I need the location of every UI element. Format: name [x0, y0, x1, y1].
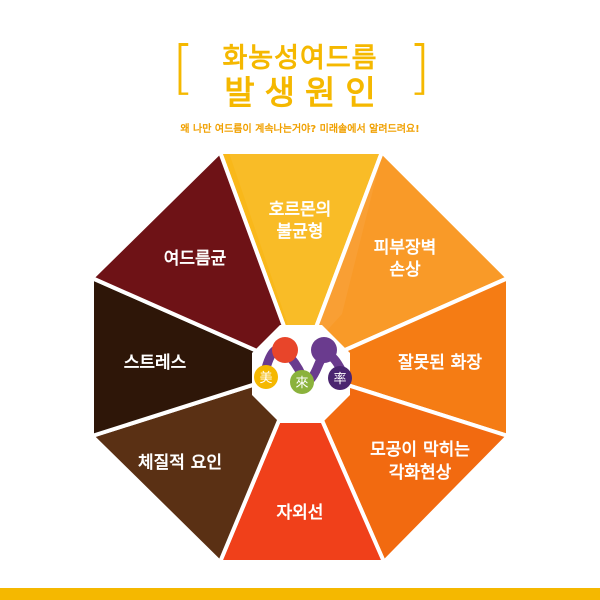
segment-label-skin-barrier: 피부장벽	[374, 238, 437, 258]
segment-label-keratin: 모공이 막히는	[370, 440, 470, 460]
logo-green-circle	[290, 370, 314, 394]
logo-char-2: 來	[295, 376, 308, 391]
segment-shade	[228, 150, 383, 360]
segment-label-hormone: 호르몬의	[269, 200, 332, 220]
title-line-1: 화농성여드름	[222, 43, 378, 74]
title-bracket-left: [	[172, 33, 195, 101]
segment-label2-skin-barrier: 손상	[389, 260, 421, 280]
bottom-accent-bar	[0, 588, 600, 600]
subtitle: 왜 나만 여드름이 계속나는거야? 미래솔에서 알려드려요!	[180, 124, 420, 135]
segment-bacteria	[90, 150, 302, 372]
segment-label-bacteria: 여드름균	[164, 249, 227, 269]
logo-char-1: 美	[259, 371, 272, 386]
logo-red-circle	[272, 337, 298, 363]
title-bracket-right: ]	[408, 33, 431, 101]
segment-label-uv: 자외선	[277, 503, 324, 523]
logo-darkpurple-circle	[328, 366, 352, 390]
title-line-2: 발생원인	[224, 73, 386, 112]
segment-label2-keratin: 각화현상	[389, 463, 452, 483]
logo-char-3: 率	[333, 371, 346, 387]
segment-label-makeup: 잘못된 화장	[398, 352, 482, 373]
logo-yellow-circle	[254, 365, 278, 389]
segment-label-constitution: 체질적 요인	[138, 452, 222, 473]
mirasol-logo: 美 來 率	[254, 337, 352, 394]
logo-purple-circle	[311, 337, 337, 363]
segment-label2-hormone: 불균형	[277, 221, 324, 242]
segment-label-stress: 스트레스	[124, 353, 187, 373]
